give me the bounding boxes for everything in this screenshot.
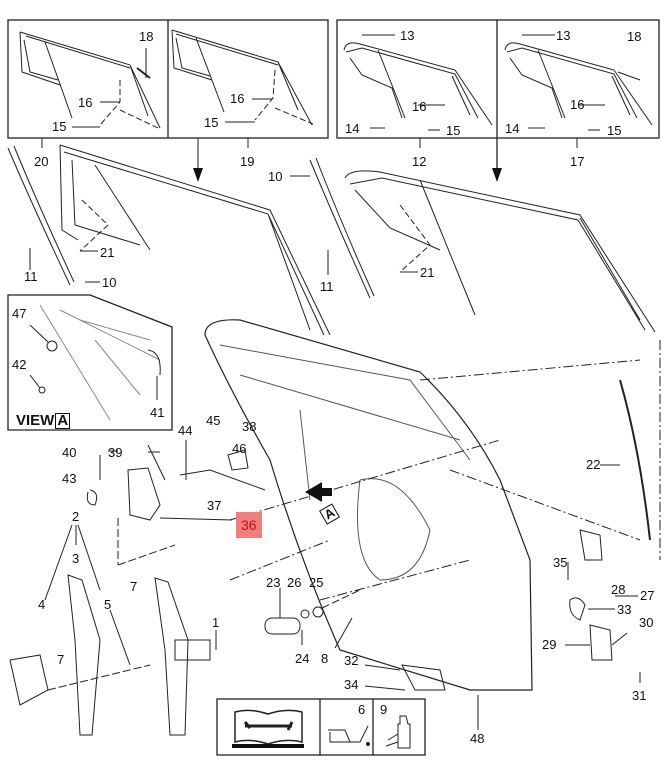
callout-5: 5 [104,597,112,612]
small-parts [264,529,641,730]
callout-14: 14 [345,121,360,136]
callout-8: 8 [321,651,329,666]
door-frame-seals [7,144,656,336]
callout-3: 3 [72,551,80,566]
callout-15: 15 [446,123,461,138]
callout-21: 21 [100,245,115,260]
callout-32: 32 [344,653,359,668]
callout-29: 29 [542,637,557,652]
legend-adhesive-number: 9 [380,702,388,717]
callout-31: 31 [632,688,647,703]
arrow-right-icon [305,482,332,502]
legend-lubricant-number: 6 [358,702,366,717]
callout-14: 14 [505,121,520,136]
callout-1: 1 [212,615,220,630]
callout-13: 13 [556,28,571,43]
callout-15: 15 [52,119,67,134]
callout-12: 12 [412,154,427,169]
callout-15: 15 [607,123,622,138]
door-inner-panel [204,319,661,691]
callout-16: 16 [412,99,427,114]
callout-21: 21 [420,265,435,280]
callout-48: 48 [470,731,485,746]
callout-35: 35 [553,555,568,570]
callout-16: 16 [78,95,93,110]
callout-16: 16 [230,91,245,106]
callout-19: 19 [240,154,255,169]
window-regulators [9,524,217,736]
callout-39: 39 [108,445,123,460]
callout-2: 2 [72,509,80,524]
callout-4: 4 [38,597,46,612]
oil-can-icon [328,725,370,746]
callout-10: 10 [268,169,283,184]
callout-34: 34 [344,677,359,692]
callout-18: 18 [627,29,642,44]
latch-assembly [86,440,266,566]
callout-18: 18 [139,29,154,44]
callout-44: 44 [178,423,193,438]
callout-11: 11 [320,279,334,294]
callout-40: 40 [62,445,77,460]
callout-36-highlighted: 36 [236,512,262,538]
arrow-down-icon [193,168,203,182]
callout-24: 24 [295,651,310,666]
callout-11: 11 [24,269,38,284]
callout-30: 30 [639,615,654,630]
callout-33: 33 [617,602,632,617]
callout-7: 7 [130,579,138,594]
arrow-down-icon [492,168,502,182]
callout-43: 43 [62,471,77,486]
callout-13: 13 [400,28,415,43]
callout-47: 47 [12,306,27,321]
view-letter-box: A [55,412,71,429]
callout-16: 16 [570,97,585,112]
callout-45: 45 [206,413,221,428]
callout-42: 42 [12,357,27,372]
callout-25: 25 [309,575,324,590]
callout-26: 26 [287,575,302,590]
callout-28: 28 [611,582,626,597]
view-a-inset [7,294,173,431]
callout-15: 15 [204,115,219,130]
callout-17: 17 [570,154,585,169]
callout-10: 10 [102,275,117,290]
callout-38: 38 [242,419,257,434]
adhesive-bottle-icon [385,715,411,749]
callout-7: 7 [57,652,65,667]
inset-panel-12-17 [336,19,660,182]
callout-27: 27 [640,588,655,603]
callout-37: 37 [207,498,222,513]
callout-22: 22 [586,457,601,472]
inset-panel-20-19 [7,19,329,182]
callout-23: 23 [266,575,281,590]
callout-20: 20 [34,154,49,169]
view-label-text: VIEW [16,412,55,429]
callout-41: 41 [150,405,165,420]
service-manual-icon [232,709,304,748]
legend-box [216,698,426,756]
callout-46: 46 [232,441,247,456]
